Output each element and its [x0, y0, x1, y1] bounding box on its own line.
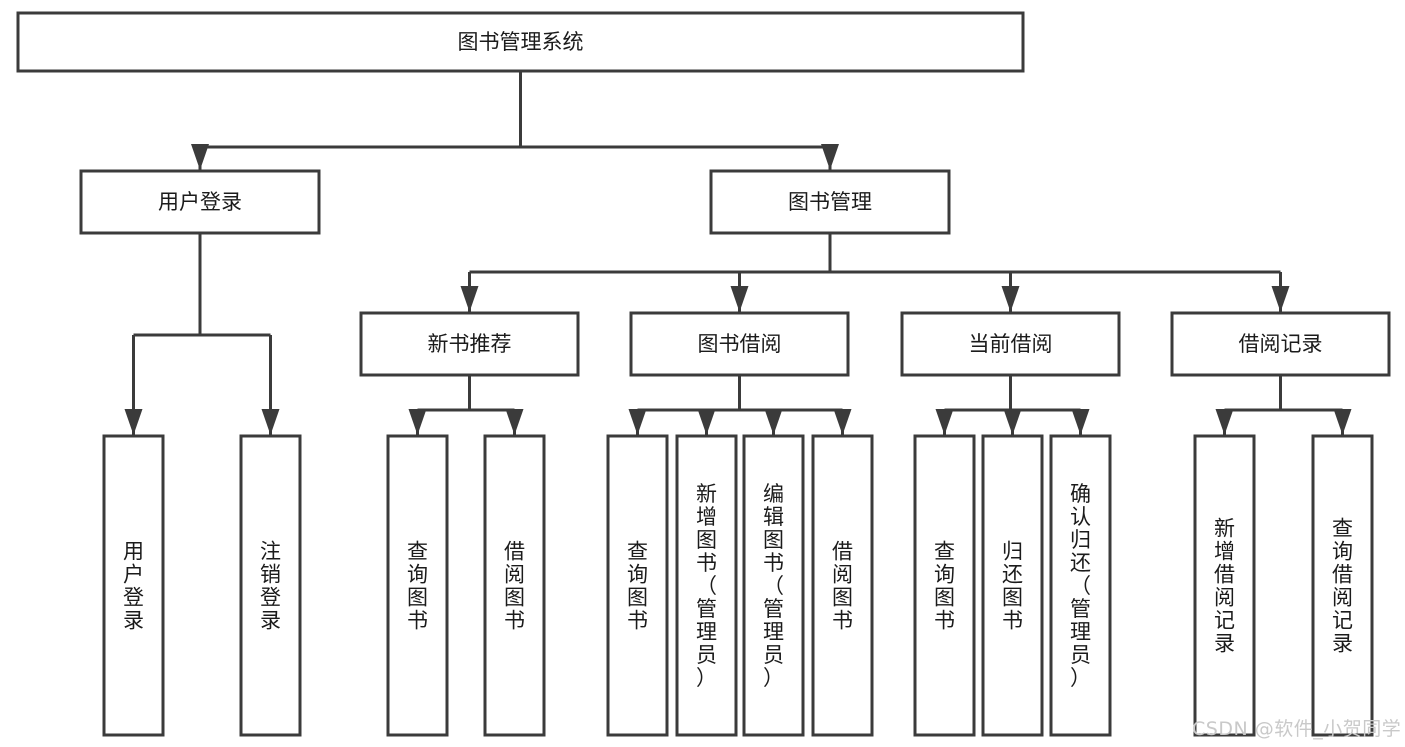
node-book-manage[interactable]: 图书管理: [709, 169, 951, 235]
node-leaf-rec-query2[interactable]: 查询借阅记录: [1311, 434, 1374, 737]
node-box[interactable]: [1193, 434, 1256, 737]
node-root-system[interactable]: 图书管理系统: [16, 11, 1025, 73]
arrow-head-icon: [1071, 409, 1090, 435]
nodes-layer: 图书管理系统用户登录图书管理新书推荐图书借阅当前借阅借阅记录用户登录注销登录查询…: [16, 11, 1391, 737]
node-label: 查询图书: [934, 539, 955, 632]
node-leaf-borrow-query[interactable]: 查询图书: [606, 434, 669, 737]
arrow-head-icon: [935, 409, 954, 435]
arrow-head-icon: [628, 409, 647, 435]
node-box[interactable]: [742, 434, 805, 737]
node-label: 归还图书: [1002, 539, 1023, 632]
node-box[interactable]: [900, 311, 1121, 377]
node-box[interactable]: [102, 434, 165, 737]
node-label: 图书借阅: [698, 332, 782, 356]
node-label: 查询图书: [627, 539, 648, 632]
node-leaf-rec-add[interactable]: 新增借阅记录: [1193, 434, 1256, 737]
arrow-head-icon: [460, 286, 479, 312]
node-label: 图书管理: [788, 190, 872, 214]
node-box[interactable]: [359, 311, 580, 377]
node-leaf-rec-borrow[interactable]: 借阅图书: [483, 434, 546, 737]
node-label: 注销登录: [260, 539, 281, 632]
node-label: 借阅图书: [832, 539, 853, 632]
arrow-head-icon: [191, 144, 209, 170]
node-box[interactable]: [981, 434, 1044, 737]
node-label: 用户登录: [158, 190, 242, 214]
node-label: 查询借阅记录: [1332, 516, 1353, 655]
connectors-layer: [124, 71, 1352, 435]
arrow-head-icon: [408, 409, 427, 435]
node-box[interactable]: [709, 169, 951, 235]
arrow-head-icon: [505, 409, 524, 435]
node-label: 图书管理系统: [458, 30, 584, 54]
node-current-borrow[interactable]: 当前借阅: [900, 311, 1121, 377]
node-leaf-user-login[interactable]: 用户登录: [102, 434, 165, 737]
node-box[interactable]: [629, 311, 850, 377]
arrow-head-icon: [730, 286, 749, 312]
node-book-borrow[interactable]: 图书借阅: [629, 311, 850, 377]
node-leaf-borrow-add[interactable]: 新增图书（管理员）: [675, 434, 738, 737]
node-leaf-borrow-lend[interactable]: 借阅图书: [811, 434, 874, 737]
node-box[interactable]: [79, 169, 321, 235]
node-label: 用户登录: [123, 539, 144, 632]
node-box[interactable]: [1170, 311, 1391, 377]
arrow-head-icon: [697, 409, 716, 435]
node-leaf-rec-query[interactable]: 查询图书: [386, 434, 449, 737]
node-label: 确认归还（管理员）: [1070, 482, 1091, 690]
node-box[interactable]: [675, 434, 738, 737]
node-box[interactable]: [1311, 434, 1374, 737]
node-label: 新书推荐: [428, 332, 512, 356]
arrow-head-icon: [821, 144, 839, 170]
node-label: 新增借阅记录: [1214, 516, 1235, 655]
node-box[interactable]: [483, 434, 546, 737]
arrow-head-icon: [1333, 409, 1352, 435]
arrow-head-icon: [261, 409, 280, 435]
arrow-head-icon: [1271, 286, 1290, 312]
node-leaf-cur-confirm[interactable]: 确认归还（管理员）: [1049, 434, 1112, 737]
node-box[interactable]: [239, 434, 302, 737]
node-leaf-borrow-edit[interactable]: 编辑图书（管理员）: [742, 434, 805, 737]
node-label: 借阅图书: [504, 539, 525, 632]
arrow-head-icon: [833, 409, 852, 435]
node-label: 查询图书: [407, 539, 428, 632]
node-leaf-cur-query[interactable]: 查询图书: [913, 434, 976, 737]
arrow-head-icon: [1215, 409, 1234, 435]
node-box[interactable]: [16, 11, 1025, 73]
node-label: 新增图书（管理员）: [696, 482, 717, 690]
node-box[interactable]: [386, 434, 449, 737]
node-box[interactable]: [913, 434, 976, 737]
node-label: 借阅记录: [1239, 332, 1323, 356]
node-borrow-record[interactable]: 借阅记录: [1170, 311, 1391, 377]
node-leaf-cur-return[interactable]: 归还图书: [981, 434, 1044, 737]
node-leaf-user-logout[interactable]: 注销登录: [239, 434, 302, 737]
arrow-head-icon: [1003, 409, 1022, 435]
node-user-login[interactable]: 用户登录: [79, 169, 321, 235]
node-box[interactable]: [1049, 434, 1112, 737]
arrow-head-icon: [764, 409, 783, 435]
node-box[interactable]: [811, 434, 874, 737]
node-box[interactable]: [606, 434, 669, 737]
arrow-head-icon: [1001, 286, 1020, 312]
node-new-book-rec[interactable]: 新书推荐: [359, 311, 580, 377]
node-label: 编辑图书（管理员）: [763, 482, 784, 690]
arrow-head-icon: [124, 409, 143, 435]
node-label: 当前借阅: [969, 332, 1053, 356]
